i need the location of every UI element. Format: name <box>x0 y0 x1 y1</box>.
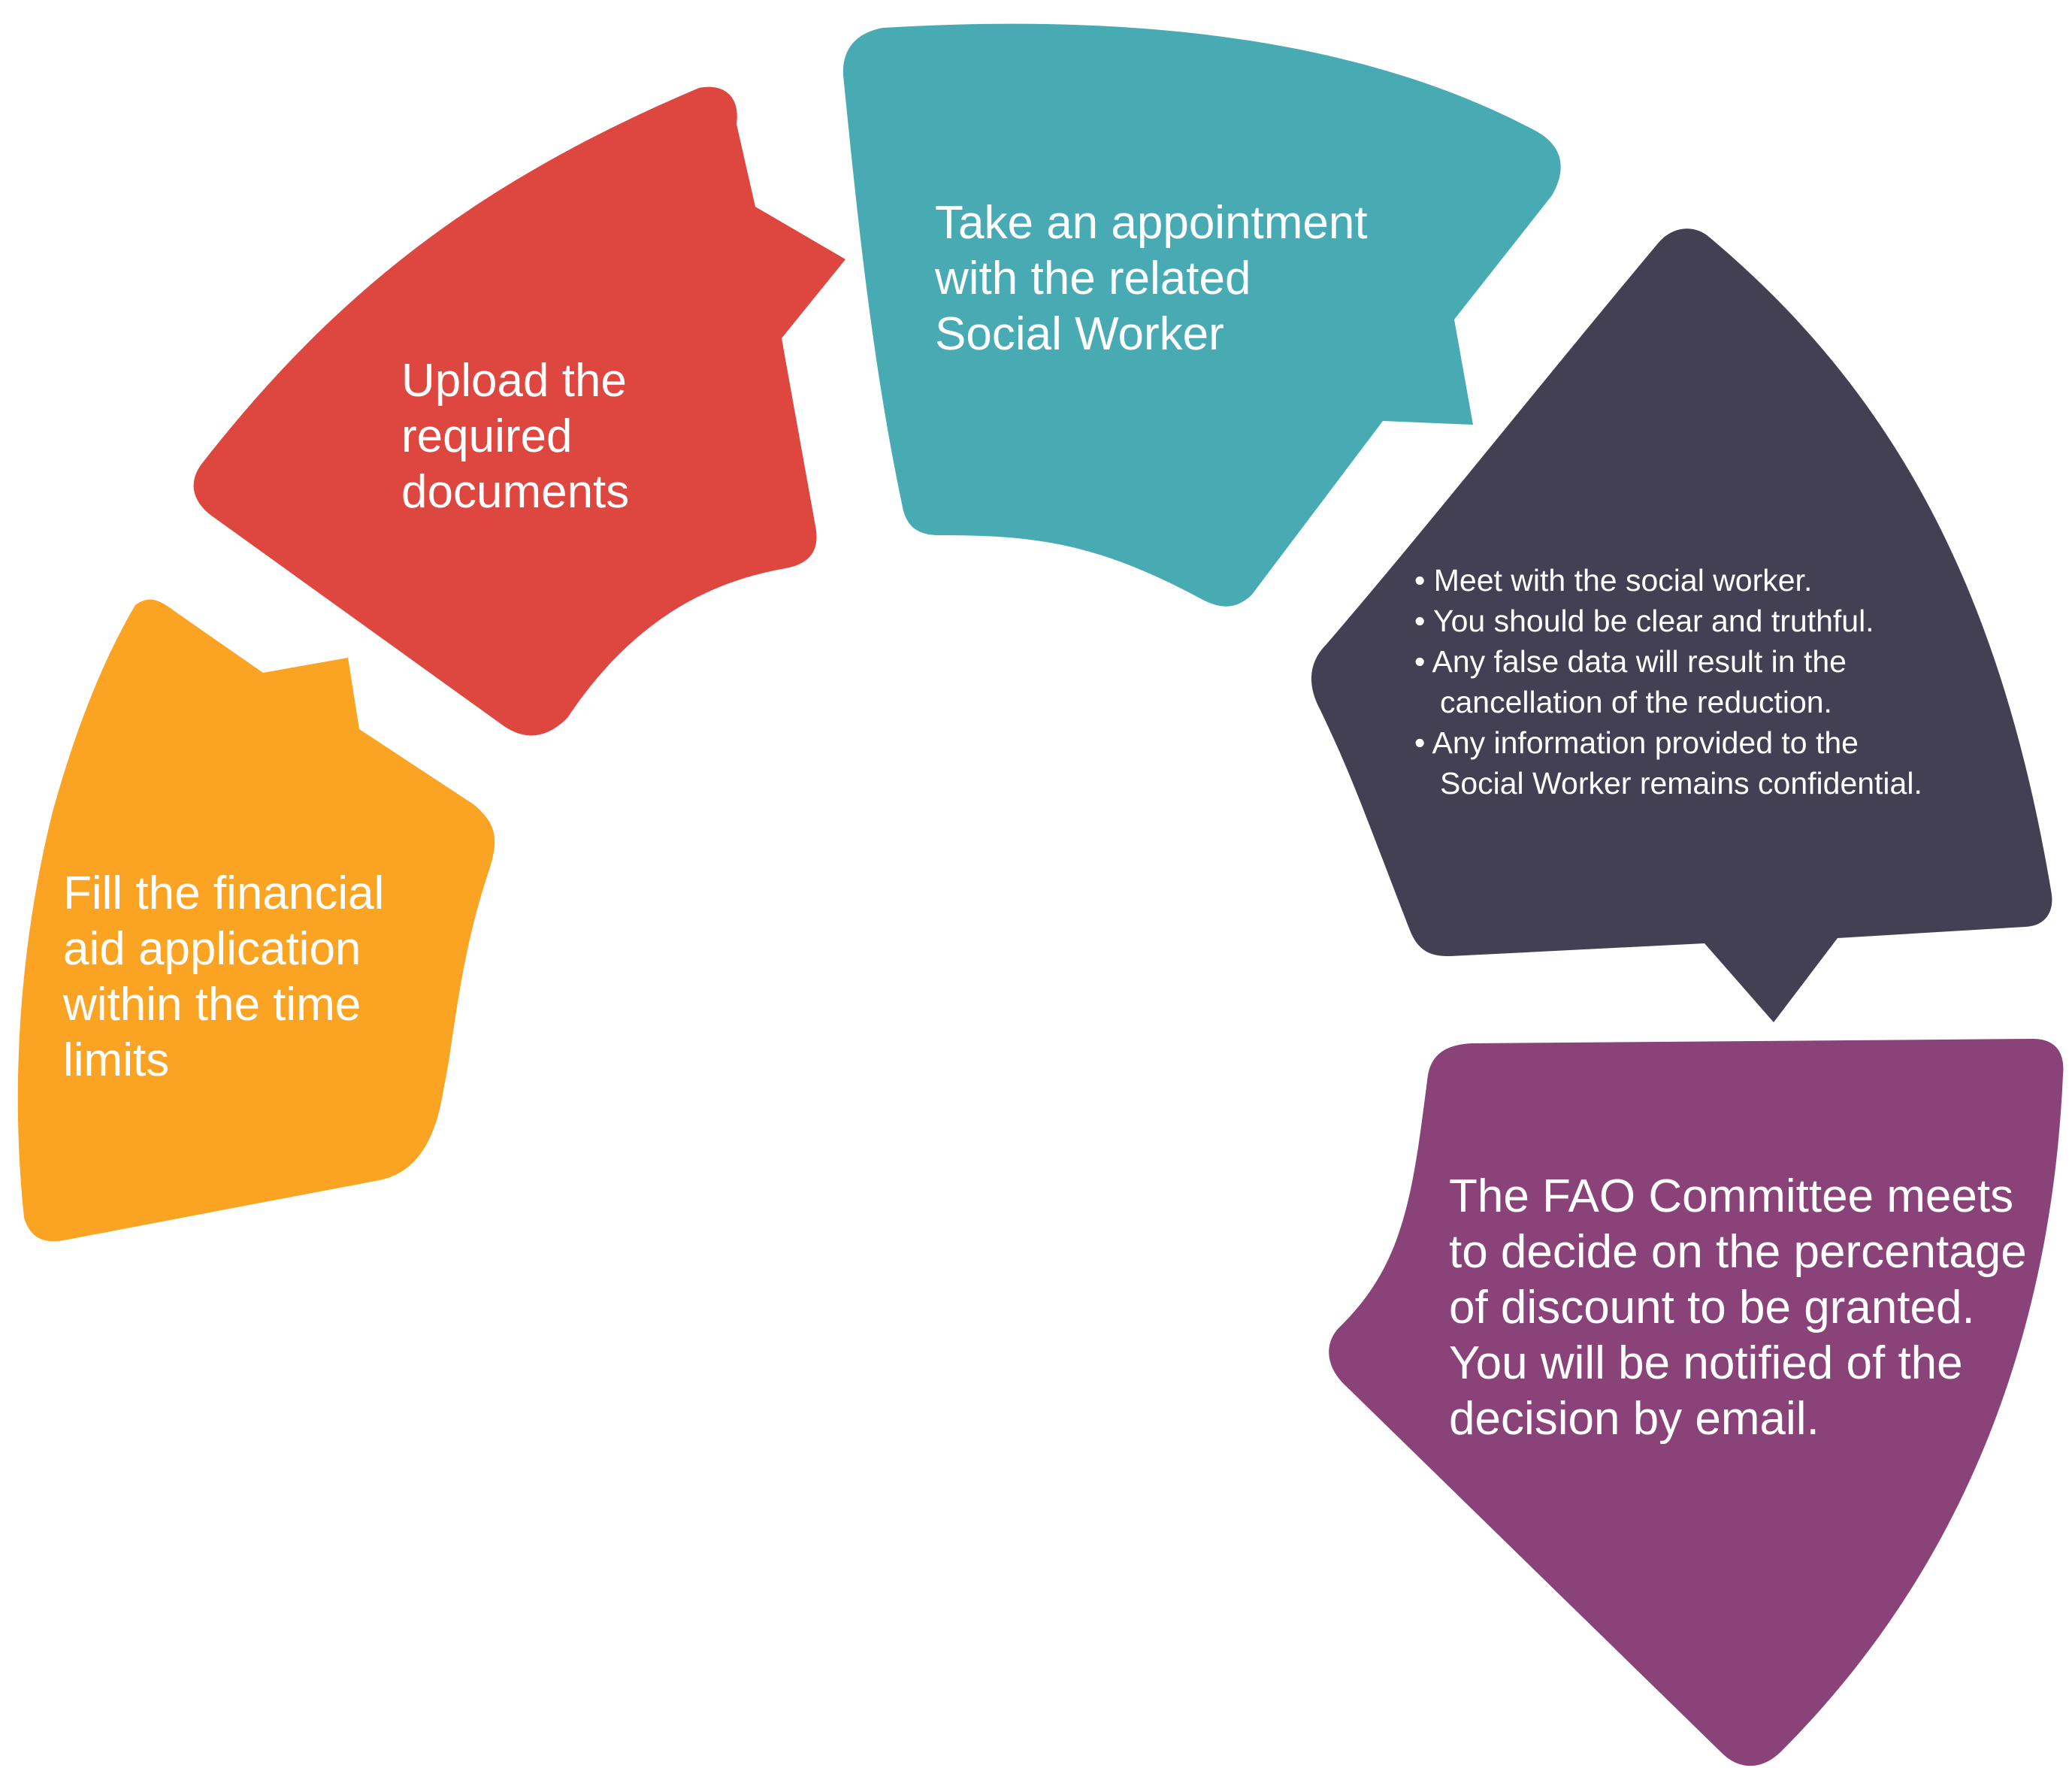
step-take-appointment-line: with the related <box>935 253 1251 304</box>
step-fill-application-line: within the time <box>63 979 361 1031</box>
step-committee-decision-line: decision by email. <box>1449 1393 1819 1445</box>
bullet-item: • Meet with the social worker. <box>1414 563 1813 598</box>
step-upload-documents-line: required <box>401 410 573 462</box>
step-upload-documents-shape <box>193 86 845 736</box>
bullet-item: • Any information provided to the <box>1414 725 1859 760</box>
step-upload-documents-line: documents <box>401 466 630 518</box>
step-committee-decision-line: of discount to be granted. <box>1449 1282 1975 1333</box>
step-take-appointment-line: Take an appointment <box>935 197 1368 249</box>
bullet-item: • Any false data will result in the <box>1414 644 1847 679</box>
step-upload-documents-text: Upload the required documents <box>401 353 629 520</box>
bullet-item-continuation: Social Worker remains confidential. <box>1440 766 1922 801</box>
bullet-item-continuation: cancellation of the reduction. <box>1440 685 1832 719</box>
step-meet-social-worker-shape <box>1311 229 2052 1023</box>
step-take-appointment-shape <box>842 23 1561 607</box>
step-fill-application-shape <box>17 599 495 1242</box>
step-upload-documents-line: Upload the <box>401 355 627 407</box>
step-fill-application-line: limits <box>63 1034 170 1086</box>
step-committee-decision-text: The FAO Committee meets to decide on the… <box>1449 1169 2027 1447</box>
step-take-appointment-text: Take an appointment with the related Soc… <box>935 195 1368 362</box>
bullet-item: • You should be clear and truthful. <box>1414 604 1874 638</box>
step-take-appointment-line: Social Worker <box>935 308 1224 360</box>
step-meet-social-worker-text: • Meet with the social worker. • You sho… <box>1414 560 1922 804</box>
step-committee-decision-line: to decide on the percentage <box>1449 1226 2027 1278</box>
step-fill-application-text: Fill the financial aid application withi… <box>63 866 384 1088</box>
step-committee-decision-line: The FAO Committee meets <box>1449 1170 2014 1222</box>
step-committee-decision-line: You will be notified of the <box>1449 1337 1963 1389</box>
step-fill-application-line: aid application <box>63 923 361 975</box>
step-committee-decision-shape <box>1329 1039 2064 1766</box>
step-fill-application-line: Fill the financial <box>63 867 385 919</box>
